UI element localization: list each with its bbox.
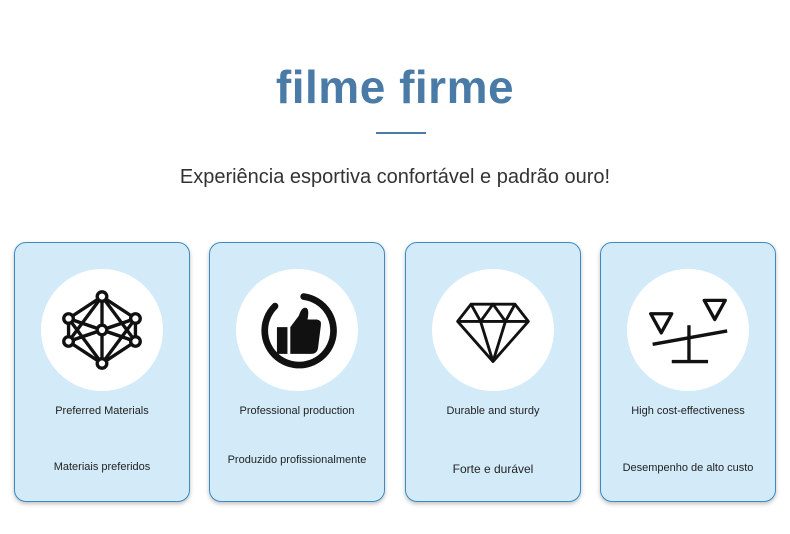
card-title-en: Durable and sturdy [446,405,540,417]
feature-card-cost: High cost-effectiveness Desempenho de al… [600,242,776,502]
icon-circle [627,269,749,391]
thumbs-up-icon [261,293,337,369]
feature-card-production: Professional production Produzido profis… [209,242,385,502]
card-title-pt: Materiais preferidos [53,461,151,473]
card-title-en: Professional production [239,405,355,417]
feature-card-materials: Preferred Materials Materiais preferidos [14,242,190,502]
title-divider [376,132,426,134]
balance-scale-icon [649,298,728,364]
card-title-pt: Produzido profissionalmente [227,454,367,466]
feature-cards: Preferred Materials Materiais preferidos… [14,242,776,502]
icon-circle [236,269,358,391]
page-subtitle: Experiência esportiva confortável e padr… [179,166,611,188]
network-icon [62,290,142,370]
card-title-pt: Forte e durável [452,462,534,476]
diamond-icon [456,302,530,363]
icon-circle [41,269,163,391]
icon-circle [432,269,554,391]
card-title-en: High cost-effectiveness [631,405,745,417]
feature-card-durable: Durable and sturdy Forte e durável [405,242,581,502]
page-title: filme firme [275,61,515,113]
card-title-en: Preferred Materials [55,405,149,417]
card-title-pt: Desempenho de alto custo [622,462,754,474]
